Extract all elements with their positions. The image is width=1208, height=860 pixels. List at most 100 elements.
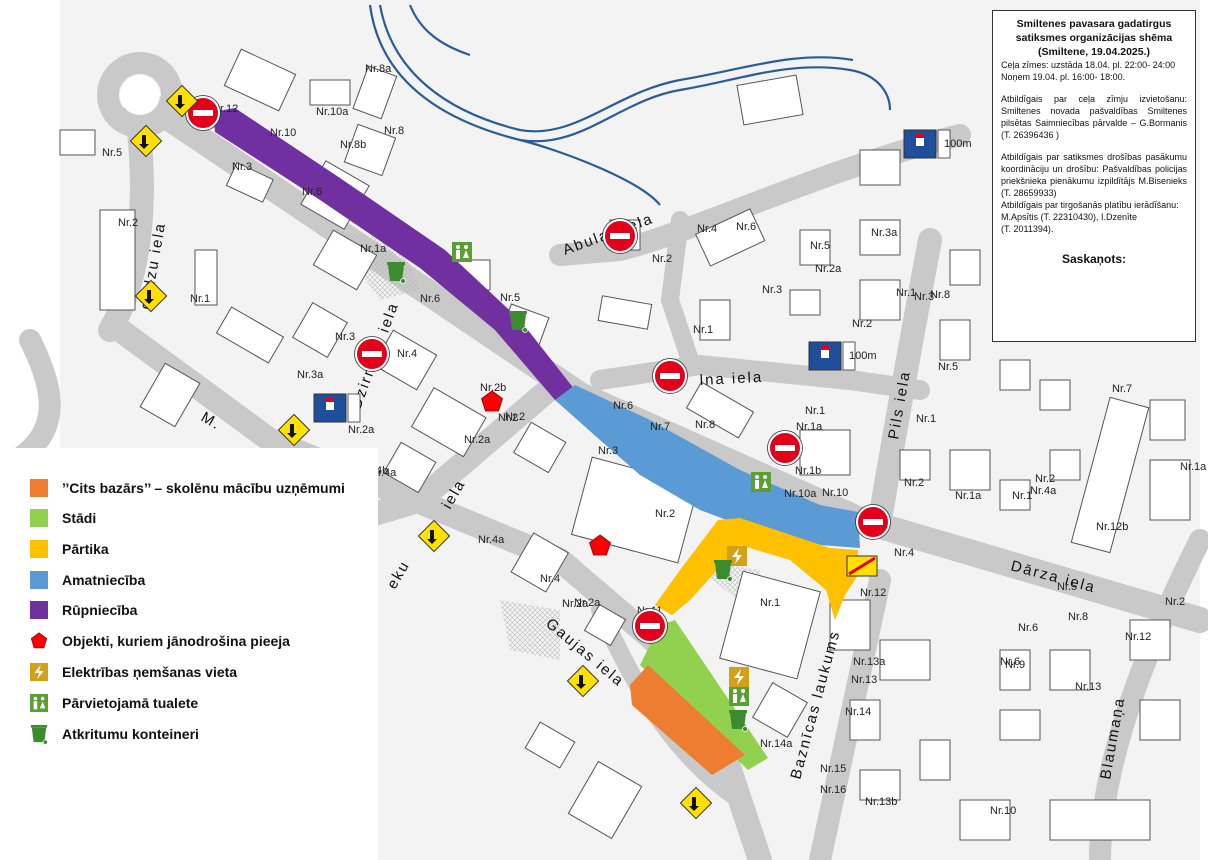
house-number-label: Nr.2 bbox=[1165, 596, 1185, 608]
legend-label: Pārvietojamā tualete bbox=[62, 695, 199, 711]
legend-item: ’’Cits bazārs’’ – skolēnu mācību uzņēmum… bbox=[30, 478, 345, 498]
no-entry-sign bbox=[854, 503, 892, 541]
legend-label: Atkritumu konteineri bbox=[62, 726, 199, 742]
info-box: Smiltenes pavasara gadatirgus satiksmes … bbox=[992, 10, 1196, 342]
legend-swatch bbox=[30, 601, 48, 619]
house-number-label: Nr.5 bbox=[102, 147, 122, 159]
house-number-label: Nr.2 bbox=[652, 253, 672, 265]
toilet-icon bbox=[452, 242, 472, 262]
house-number-label: Nr.2a bbox=[464, 434, 491, 446]
info-signs-install: Ceļa zīmes: uzstāda 18.04. pl. 22:00- 24… bbox=[1001, 60, 1176, 70]
lightning-icon bbox=[729, 667, 749, 687]
house-number-label: Nr.8 bbox=[384, 125, 404, 137]
house-number-label: Nr.1 bbox=[693, 324, 713, 336]
zone-crafts bbox=[555, 385, 860, 548]
house-number-label: Nr.6 bbox=[302, 186, 322, 198]
legend-swatch bbox=[30, 540, 48, 558]
house-number-label: Nr.3a bbox=[297, 369, 324, 381]
legend-label: Amatniecība bbox=[62, 572, 146, 588]
house-number-label: Nr.6 bbox=[613, 400, 633, 412]
house-number-label: Nr.2 bbox=[655, 508, 675, 520]
no-entry-sign bbox=[601, 217, 639, 255]
house-number-label: Nr.2 bbox=[505, 411, 525, 423]
house-number-label: Nr.6 bbox=[1000, 656, 1020, 668]
house-number-label: Nr.4a bbox=[1030, 485, 1057, 497]
house-number-label: Nr.2 bbox=[498, 412, 518, 424]
house-number-label: Nr.1 bbox=[916, 413, 936, 425]
info-title-line1: Smiltenes pavasara gadatirgus bbox=[1016, 18, 1172, 30]
house-number-label: Nr.13a bbox=[853, 656, 886, 668]
house-number-label: Nr.15 bbox=[820, 763, 846, 775]
house-number-label: Nr.8 bbox=[1068, 611, 1088, 623]
house-number-label: Nr.1 bbox=[1012, 490, 1032, 502]
legend-item: Pārtika bbox=[30, 539, 109, 559]
toilet-icon bbox=[729, 686, 749, 706]
house-number-label: Nr.2 bbox=[118, 217, 138, 229]
house-number-label: Nr.1 bbox=[896, 287, 916, 299]
legend-label: Stādi bbox=[62, 510, 97, 526]
house-number-label: Nr.1b bbox=[795, 465, 821, 477]
zone-food bbox=[655, 518, 858, 620]
house-number-label: Nr.8 bbox=[930, 289, 950, 301]
house-number-label: Nr.2 bbox=[904, 477, 924, 489]
legend-label: ’’Cits bazārs’’ – skolēnu mācību uzņēmum… bbox=[62, 480, 345, 496]
info-approved: Saskaņots: bbox=[1061, 252, 1127, 266]
house-number-label: Nr.4 bbox=[540, 573, 560, 585]
house-number-label: Nr.16 bbox=[820, 784, 846, 796]
legend-swatch bbox=[30, 479, 48, 497]
legend-item: Amatniecība bbox=[30, 570, 145, 590]
house-number-label: Nr.10 bbox=[990, 805, 1016, 817]
zone-plants bbox=[640, 620, 768, 770]
house-number-label: Nr.1 bbox=[190, 293, 210, 305]
house-number-label: Nr.10a bbox=[316, 106, 349, 118]
house-number-label: Nr.13b bbox=[865, 796, 897, 808]
info-resp-market: Atbildīgais par tirgošanās platību ierād… bbox=[1001, 200, 1179, 210]
info-resp-signs: Atbildīgais par ceļa zīmju izvietošanu: … bbox=[1001, 94, 1187, 140]
house-number-label: Nr.1a bbox=[1180, 461, 1207, 473]
house-number-label: Nr.7 bbox=[650, 421, 670, 433]
toilet-icon bbox=[751, 472, 771, 492]
buildings bbox=[59, 48, 1191, 841]
no-entry-sign bbox=[651, 357, 689, 395]
house-number-label: Nr.3 bbox=[762, 284, 782, 296]
info-resp-market-names: M.Apsītis (T. 22310430), I.Dzenīte bbox=[1001, 212, 1138, 222]
house-number-label: Nr.2 bbox=[1035, 473, 1055, 485]
no-stopping-sign bbox=[846, 555, 878, 577]
house-number-label: Nr.8a bbox=[365, 63, 392, 75]
house-number-label: Nr.12 bbox=[1125, 631, 1151, 643]
house-number-label: Nr.5 bbox=[1057, 581, 1077, 593]
house-number-label: Nr.1a bbox=[360, 243, 387, 255]
no-entry-sign bbox=[631, 607, 669, 645]
house-number-label: Nr.3a bbox=[871, 227, 898, 239]
house-number-label: Nr.8 bbox=[695, 419, 715, 431]
house-number-label: Nr.3 bbox=[914, 291, 934, 303]
info-resp-market-phone: (T. 2011394). bbox=[1001, 224, 1054, 234]
dead-end-sign bbox=[313, 393, 361, 423]
river bbox=[368, 4, 892, 206]
info-signs-remove: Noņem 19.04. pl. 16:00- 18:00. bbox=[1001, 72, 1126, 82]
house-number-label: Nr.1 bbox=[760, 597, 780, 609]
house-number-label: Nr.14a bbox=[760, 738, 793, 750]
house-number-label: Nr.6 bbox=[1018, 622, 1038, 634]
house-number-label: Nr.2b bbox=[480, 382, 506, 394]
house-number-label: Nr.4a bbox=[478, 534, 505, 546]
house-number-label: Nr.14 bbox=[845, 706, 871, 718]
legend-item: Stādi bbox=[30, 508, 96, 528]
legend: ’’Cits bazārs’’ – skolēnu mācību uzņēmum… bbox=[0, 448, 378, 860]
info-resp-safety: Atbildīgais par satiksmes drošības pasāk… bbox=[1001, 152, 1187, 198]
house-number-label: Nr.5 bbox=[500, 292, 520, 304]
house-number-label: Nr.2a bbox=[815, 263, 842, 275]
house-number-label: Nr.1a bbox=[955, 490, 982, 502]
toilet-icon bbox=[30, 694, 48, 712]
house-number-label: Nr.6 bbox=[736, 221, 756, 233]
house-number-label: Nr.13 bbox=[851, 674, 877, 686]
house-number-label: Nr.2a bbox=[348, 424, 375, 436]
house-labels: Nr.12Nr.10Nr.8aNr.10aNr.8Nr.8bNr.5Nr.3Nr… bbox=[102, 63, 1207, 817]
info-title-line2: satiksmes organizācijas shēma bbox=[1015, 32, 1173, 44]
dead-end-signs: 100m 100m bbox=[313, 129, 972, 423]
house-number-label: Nr.13 bbox=[1075, 681, 1101, 693]
house-number-label: Nr.5 bbox=[810, 240, 830, 252]
street-kalna: lna iela bbox=[699, 369, 763, 389]
legend-item: Pārvietojamā tualete bbox=[30, 693, 198, 713]
market-zones bbox=[213, 108, 860, 775]
